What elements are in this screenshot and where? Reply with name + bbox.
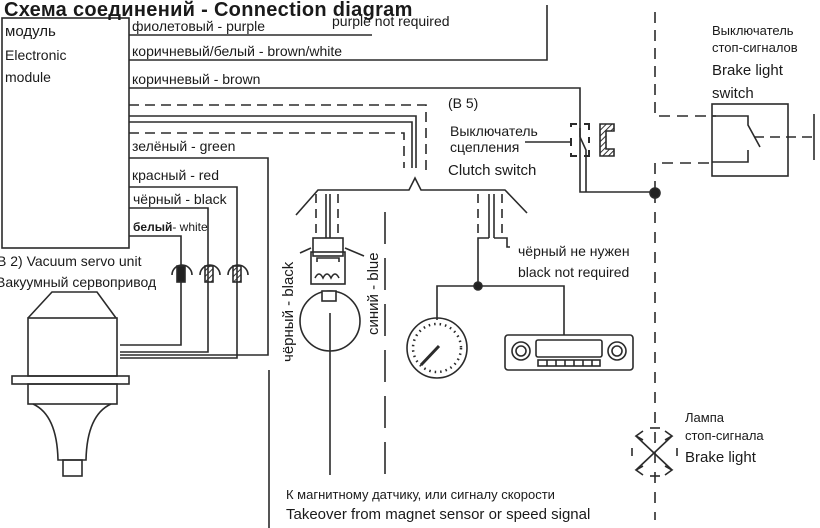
- servo-plugs: [171, 264, 249, 283]
- vacuum-servo-label-ru: Вакуумный сервопривод: [0, 274, 157, 290]
- brake-lamp-label-ru-1: Лампа: [685, 410, 724, 425]
- diagram-title: Схема соединений - Connection diagram: [4, 0, 413, 21]
- wire-label-white-ru: белый: [133, 220, 173, 234]
- wire-label-white-en: - white: [172, 220, 208, 234]
- speed-note-ru: чёрный не нужен: [518, 243, 630, 259]
- module-label-ru: модуль: [5, 23, 56, 40]
- takeover-label-en: Takeover from magnet sensor or speed sig…: [286, 506, 591, 523]
- cable-trunk: [295, 176, 528, 216]
- wire-3: [129, 121, 413, 168]
- wire-green: [120, 157, 269, 356]
- brake-switch-label-en-1: Brake light: [712, 62, 783, 79]
- wire-brown: [129, 87, 655, 193]
- wire-brown-white: [129, 5, 548, 61]
- brake-switch-label-en-2: switch: [712, 85, 754, 102]
- wire-dashed-2: [129, 132, 405, 168]
- speed-connector-wires: [477, 194, 510, 286]
- wire-label-white: белый- white: [133, 220, 208, 233]
- brake-lamp-label-ru-2: стоп-сигнала: [685, 428, 764, 443]
- brake-switch-label-ru-2: стоп-сигналов: [712, 40, 798, 55]
- speed-note-en: black not required: [518, 264, 630, 280]
- brake-circuit-dashed: [654, 12, 716, 117]
- vacuum-servo-label-en: В 2) Vacuum servo unit: [0, 253, 142, 269]
- connector-blue-label: синий - blue: [365, 252, 382, 335]
- clutch-switch-label-en: Clutch switch: [448, 162, 537, 179]
- brake-lamp-icon: [631, 427, 678, 477]
- brake-switch-icon: [711, 103, 815, 177]
- brake-switch-label-ru-1: Выключатель: [712, 23, 794, 38]
- wire-label-green: зелёный - green: [132, 138, 236, 154]
- wire-white: [120, 235, 182, 346]
- vacuum-servo-unit: [11, 291, 130, 477]
- brake-lamp-label-en: Brake light: [685, 449, 756, 466]
- wire-label-brown-white: коричневый/белый - brown/white: [132, 43, 343, 59]
- brake-circuit-dashed-2: [654, 162, 716, 192]
- wire-label-purple: фиолетовый - purple: [132, 18, 266, 34]
- connector-black-label: чёрный - black: [280, 261, 297, 362]
- magnet-sensor-connector: [299, 237, 365, 285]
- wire-label-red: красный - red: [132, 167, 219, 183]
- wire-label-brown: коричневый - brown: [132, 71, 261, 87]
- junction-dot-brake: [649, 187, 661, 199]
- module-label-en-2: module: [5, 69, 51, 85]
- wire-2: [129, 115, 417, 168]
- module-label-en-1: Electronic: [5, 47, 67, 63]
- clutch-switch-label-ru-1: Выключатель: [450, 123, 538, 139]
- clutch-switch-label-ru-2: сцепления: [450, 139, 520, 155]
- wire-dashed-1: [129, 104, 427, 170]
- connector-wires: [315, 194, 339, 238]
- car-radio-icon: [504, 334, 634, 371]
- junction-dot: [473, 281, 483, 291]
- wire-label-black: чёрный - black: [133, 191, 227, 207]
- speed-signal-branch: [436, 285, 565, 335]
- takeover-label-ru: К магнитному датчику, или сигналу скорос…: [286, 487, 555, 502]
- wire-note-purple: purple not required: [332, 13, 450, 29]
- clutch-switch-ref: (В 5): [448, 95, 479, 111]
- speedometer-icon: [406, 317, 468, 379]
- clutch-switch-icon: [525, 123, 615, 192]
